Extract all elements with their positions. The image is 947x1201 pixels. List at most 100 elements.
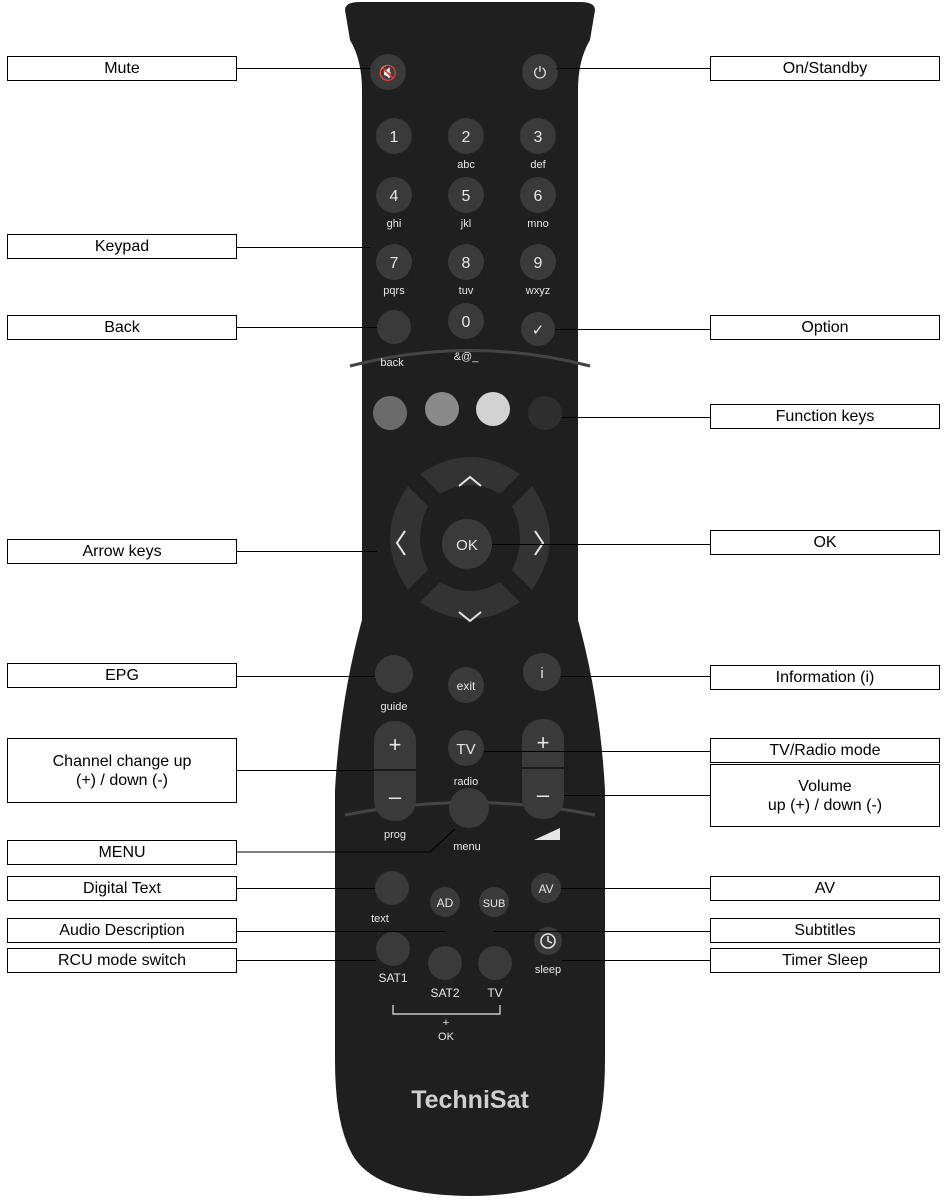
arrow-up-key[interactable] [420,457,520,494]
keypad-leader [237,247,370,248]
channel-change-callout: Channel change up (+) / down (-) [7,738,237,803]
arrow-down-key[interactable] [420,582,520,619]
key-7[interactable] [376,244,412,280]
key-2[interactable] [448,118,484,154]
keypad-callout: Keypad [7,234,237,259]
combo-plus: + [443,1017,449,1029]
ok-key[interactable] [442,519,492,569]
key-8[interactable] [448,244,484,280]
back-callout: Back [7,315,237,340]
on-standby-leader [556,68,710,69]
key-0-digit: 0 [462,314,471,331]
sub-button[interactable] [479,887,509,917]
sat2-button[interactable] [428,946,462,980]
key-2-letters: abc [457,159,475,171]
key-7-digit: 7 [390,255,399,272]
audio-description-callout: Audio Description [7,918,237,943]
key-0[interactable] [448,303,484,339]
key-9[interactable] [520,244,556,280]
tv-radio-button[interactable] [448,730,484,766]
timer-sleep-leader [562,960,710,961]
arrow-pad: OK [390,457,550,623]
yellow-function-key[interactable] [476,392,510,426]
mute-leader [237,68,370,69]
combo-ok: OK [438,1031,455,1043]
volume-up-icon: + [537,730,550,755]
tv-radio-mode-callout: TV/Radio mode [710,738,940,763]
channel-down-icon: – [389,784,402,809]
tv-mode-label: TV [487,986,502,1000]
subtitles-leader [494,931,710,932]
audio-description-leader [237,931,445,932]
text-button[interactable] [375,871,409,905]
combo-bracket [392,1005,501,1015]
chevron-up-icon [458,475,482,487]
option-leader [555,329,710,330]
mute-button[interactable] [370,54,406,90]
key-6[interactable] [520,177,556,213]
arrow-keys-leader [237,551,377,552]
key-3-letters: def [530,159,546,171]
subtitles-callout: Subtitles [710,918,940,943]
arrow-right-key[interactable] [512,486,550,590]
power-button[interactable] [522,54,558,90]
ok-key-label: OK [456,537,478,554]
back-button[interactable] [377,310,411,344]
sub-label: SUB [483,898,506,910]
volume-ramp-icon [534,828,560,840]
brand-logo: TechniSat [411,1086,529,1114]
arrow-left-key[interactable] [390,486,428,590]
key-4-letters: ghi [387,218,402,230]
mute-callout: Mute [7,56,237,81]
sat2-label: SAT2 [430,986,459,1000]
radio-label: radio [454,776,478,788]
av-button[interactable] [531,873,561,903]
green-function-key[interactable] [425,392,459,426]
volume-down-icon: – [537,782,550,807]
digital-text-callout: Digital Text [7,876,237,901]
key-5[interactable] [448,177,484,213]
sat1-button[interactable] [376,932,410,966]
info-icon: i [540,665,543,682]
key-4[interactable] [376,177,412,213]
red-function-key[interactable] [373,396,407,430]
epg-leader [237,676,374,677]
sat1-label: SAT1 [378,971,407,985]
arrow-keys-callout: Arrow keys [7,539,237,564]
blue-function-key[interactable] [528,396,562,430]
key-5-letters: jkl [460,218,471,230]
ad-label: AD [437,896,454,910]
key-2-digit: 2 [462,129,471,146]
av-label: AV [538,882,553,896]
exit-button[interactable] [448,667,484,703]
tv-mode-button[interactable] [478,946,512,980]
key-1[interactable] [376,118,412,154]
channel-up-icon: + [389,732,402,757]
info-button[interactable] [523,653,561,691]
epg-callout: EPG [7,663,237,688]
key-8-digit: 8 [462,255,471,272]
key-8-letters: tuv [459,285,474,297]
chevron-right-icon [534,530,545,556]
menu-button[interactable] [449,788,489,828]
guide-button[interactable] [375,655,413,693]
key-3[interactable] [520,118,556,154]
key-7-letters: pqrs [383,285,405,297]
rcu-mode-switch-leader [237,960,376,961]
volume-callout: Volume up (+) / down (-) [710,764,940,827]
back-label: back [380,357,404,369]
chevron-down-icon [458,611,482,623]
option-icon: ✓ [532,322,545,339]
av-callout: AV [710,876,940,901]
function-keys-leader [562,417,710,418]
tv-radio-label: TV [456,741,475,758]
option-button[interactable] [521,312,555,346]
sleep-label: sleep [535,964,561,976]
ad-button[interactable] [430,887,460,917]
volume-leader [564,795,710,796]
information-callout: Information (i) [710,665,940,690]
power-icon: ⏻ [534,65,547,82]
ok-callout: OK [710,530,940,555]
